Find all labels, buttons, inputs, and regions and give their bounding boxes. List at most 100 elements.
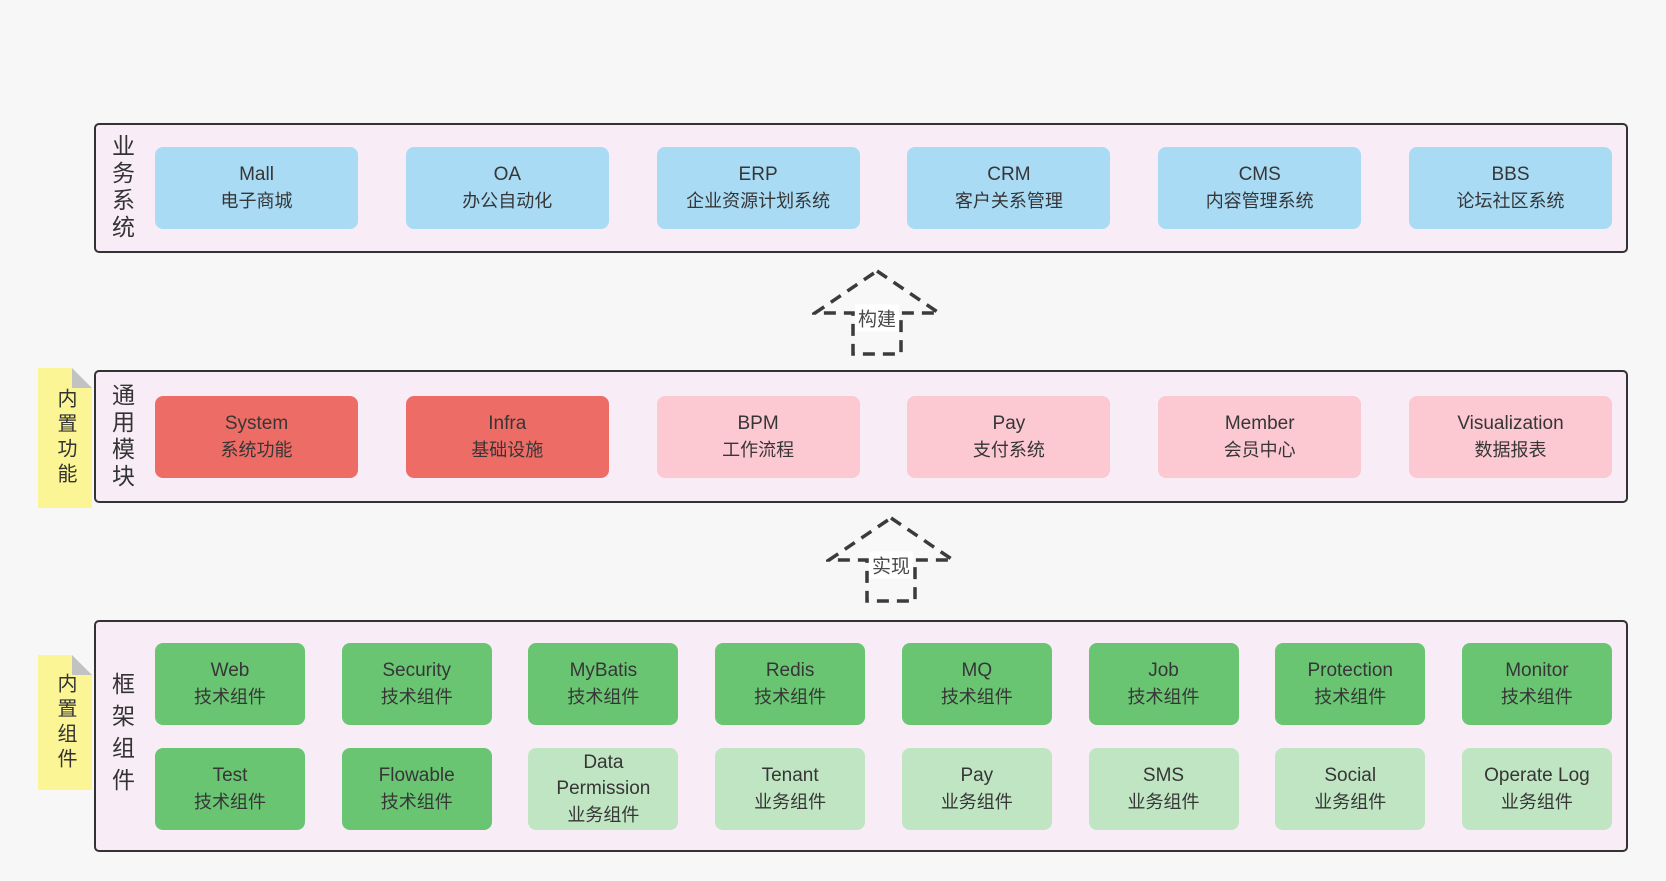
component-title: Redis — [765, 659, 815, 681]
module-subtitle: 数据报表 — [1474, 439, 1547, 460]
module-box-bbs: BBS 论坛社区系统 — [1408, 147, 1612, 229]
component-box-sms: SMS 业务组件 — [1088, 747, 1239, 830]
module-title: Infra — [488, 412, 527, 434]
component-box-protection: Protection 技术组件 — [1275, 642, 1426, 725]
module-subtitle: 工作流程 — [722, 439, 795, 460]
component-title: Security — [382, 659, 452, 681]
arrow-implement: 实现 — [826, 514, 956, 604]
module-title: CRM — [987, 164, 1031, 185]
business-systems-boxes: Mall 电子商城 OA 办公自动化 ERP 企业资源计划系统 CRM 客户关系… — [146, 125, 1626, 251]
sticky-note-text: 内置功能 — [54, 388, 76, 488]
component-subtitle: 业务组件 — [1127, 791, 1200, 812]
component-subtitle: 技术组件 — [380, 686, 453, 707]
module-title: BPM — [737, 412, 779, 434]
sticky-note-text: 内置组件 — [54, 672, 76, 773]
band-label-text: 框架组件 — [108, 672, 135, 800]
component-box-operate-log: Operate Log 业务组件 — [1461, 747, 1612, 830]
module-subtitle: 基础设施 — [471, 439, 544, 460]
folded-corner-icon — [72, 368, 92, 388]
module-subtitle: 电子商城 — [220, 191, 293, 211]
component-box-tenant: Tenant 业务组件 — [715, 747, 866, 830]
module-subtitle: 支付系统 — [972, 439, 1045, 460]
component-box-mybatis: MyBatis 技术组件 — [528, 642, 679, 725]
module-box-mall: Mall 电子商城 — [155, 147, 358, 229]
module-title: Pay — [992, 412, 1026, 434]
component-subtitle: 业务组件 — [940, 791, 1013, 812]
module-subtitle: 论坛社区系统 — [1456, 191, 1565, 211]
component-box-test: Test 技术组件 — [155, 747, 305, 830]
component-title: Test — [212, 764, 248, 786]
component-title: SMS — [1142, 764, 1185, 786]
component-title: Monitor — [1505, 659, 1569, 681]
component-title: Operate Log — [1484, 764, 1590, 786]
component-title: Data Permission — [556, 751, 651, 799]
module-box-crm: CRM 客户关系管理 — [907, 147, 1111, 229]
component-box-job: Job 技术组件 — [1088, 642, 1239, 725]
component-subtitle: 技术组件 — [380, 791, 453, 812]
component-subtitle: 技术组件 — [754, 686, 827, 707]
component-subtitle: 技术组件 — [940, 686, 1013, 707]
arrow-implement-label: 实现 — [868, 551, 914, 579]
band-label-common-modules: 通用模块 — [96, 372, 146, 501]
module-subtitle: 系统功能 — [220, 439, 293, 460]
component-subtitle: 技术组件 — [1314, 686, 1387, 707]
component-subtitle: 业务组件 — [1500, 791, 1573, 812]
component-title: Tenant — [761, 764, 819, 786]
module-subtitle: 办公自动化 — [462, 191, 553, 211]
component-subtitle: 技术组件 — [567, 686, 640, 707]
component-title: Social — [1324, 764, 1377, 786]
module-box-oa: OA 办公自动化 — [405, 147, 609, 229]
module-box-member: Member 会员中心 — [1158, 395, 1362, 478]
framework-components-row-2: Test 技术组件 Flowable 技术组件 Data Permission … — [155, 747, 1612, 830]
component-title: Job — [1148, 659, 1179, 681]
component-title: MyBatis — [569, 659, 638, 681]
component-title: MQ — [961, 659, 993, 681]
folded-corner-icon — [72, 655, 92, 675]
component-title: Web — [210, 659, 250, 681]
component-box-redis: Redis 技术组件 — [715, 642, 866, 725]
band-label-text: 业务系统 — [108, 134, 135, 242]
module-box-system: System 系统功能 — [155, 395, 358, 478]
component-subtitle: 技术组件 — [194, 791, 266, 812]
framework-components-rows: Web 技术组件 Security 技术组件 MyBatis 技术组件 Redi… — [146, 622, 1626, 850]
component-subtitle: 技术组件 — [1500, 686, 1573, 707]
arrow-build: 构建 — [812, 267, 942, 357]
module-title: BBS — [1491, 164, 1530, 185]
framework-components-row-1: Web 技术组件 Security 技术组件 MyBatis 技术组件 Redi… — [155, 642, 1612, 725]
module-title: Mall — [239, 164, 274, 185]
module-title: System — [224, 412, 289, 434]
arrow-build-label: 构建 — [854, 304, 900, 332]
module-subtitle: 客户关系管理 — [954, 191, 1063, 211]
band-label-framework-components: 框架组件 — [96, 622, 146, 850]
module-subtitle: 企业资源计划系统 — [686, 191, 831, 211]
component-box-flowable: Flowable 技术组件 — [341, 747, 492, 830]
module-title: CMS — [1238, 164, 1281, 185]
sticky-note-builtin-components: 内置组件 — [38, 655, 92, 790]
module-subtitle: 会员中心 — [1223, 439, 1296, 460]
component-box-web: Web 技术组件 — [155, 642, 305, 725]
component-title: Flowable — [378, 764, 455, 786]
component-box-data-permission: Data Permission 业务组件 — [528, 747, 679, 830]
module-box-pay: Pay 支付系统 — [907, 395, 1111, 478]
module-box-cms: CMS 内容管理系统 — [1158, 147, 1362, 229]
component-subtitle: 业务组件 — [754, 791, 827, 812]
module-title: Member — [1224, 412, 1295, 434]
band-label-business-systems: 业务系统 — [96, 125, 146, 251]
module-title: ERP — [738, 164, 778, 185]
component-subtitle: 技术组件 — [1127, 686, 1200, 707]
module-box-erp: ERP 企业资源计划系统 — [656, 147, 860, 229]
common-modules-boxes: System 系统功能 Infra 基础设施 BPM 工作流程 Pay 支付系统… — [146, 372, 1626, 501]
component-title: Protection — [1307, 659, 1393, 681]
band-business-systems: 业务系统 Mall 电子商城 OA 办公自动化 ERP 企业资源计划系统 CRM… — [94, 123, 1628, 253]
component-subtitle: 业务组件 — [1314, 791, 1387, 812]
component-box-security: Security 技术组件 — [341, 642, 492, 725]
component-subtitle: 业务组件 — [567, 804, 640, 825]
module-title: OA — [493, 164, 522, 185]
component-box-monitor: Monitor 技术组件 — [1461, 642, 1612, 725]
component-title: Pay — [960, 764, 994, 786]
module-box-infra: Infra 基础设施 — [405, 395, 609, 478]
module-box-visualization: Visualization 数据报表 — [1408, 395, 1612, 478]
component-box-mq: MQ 技术组件 — [901, 642, 1052, 725]
sticky-note-builtin-features: 内置功能 — [38, 368, 92, 508]
module-box-bpm: BPM 工作流程 — [656, 395, 860, 478]
